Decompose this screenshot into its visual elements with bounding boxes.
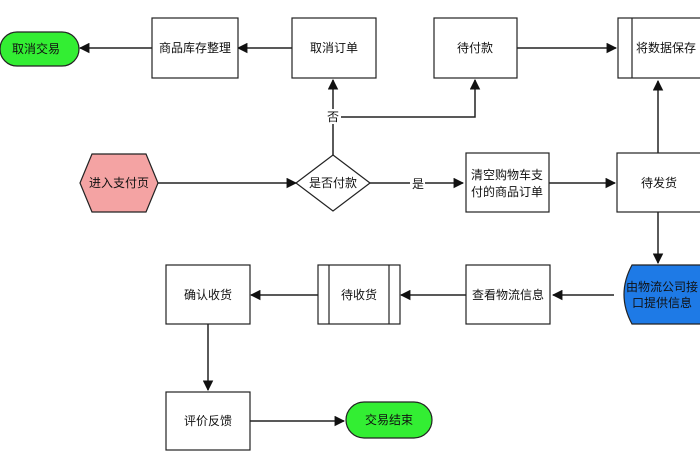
- node-confirm-receive-label: 确认收货: [184, 287, 232, 302]
- node-view-logistics-label: 查看物流信息: [472, 287, 544, 302]
- node-enter-pay-label: 进入支付页: [89, 176, 149, 190]
- edge-label-no: 否: [327, 110, 339, 124]
- node-logistics-line1: 由物流公司接: [626, 279, 698, 294]
- node-clear-cart: [465, 152, 550, 213]
- node-pending-ship-label: 待发货: [641, 175, 677, 190]
- edge-no-to-pending-payment: [333, 78, 481, 118]
- node-cancel-trade-label: 取消交易: [12, 41, 60, 56]
- node-logistics-line2: 口提供信息: [632, 295, 692, 310]
- node-cancel-order: [291, 17, 377, 79]
- node-logistics: [623, 264, 700, 325]
- node-clear-cart-line2: 付的商品订单: [471, 184, 543, 199]
- no-label-bg: [326, 109, 341, 124]
- node-clear-cart-line1: 清空购物车支: [471, 167, 543, 182]
- node-review-label: 评价反馈: [184, 414, 232, 428]
- node-pending-payment-label: 待付款: [457, 41, 493, 55]
- node-inventory-label: 商品库存整理: [159, 40, 231, 55]
- yes-label-bg: [410, 176, 425, 191]
- node-pending-receive-label: 待收货: [341, 287, 377, 302]
- node-confirm-receive: [165, 264, 251, 325]
- node-pending-receive: 待收货: [317, 264, 401, 325]
- node-enter-pay: [79, 153, 159, 213]
- edge-label-yes: 是: [412, 177, 424, 191]
- node-inventory: [151, 17, 239, 79]
- node-trade-end: [345, 401, 433, 439]
- node-cancel-trade: [0, 31, 80, 67]
- node-save-data-label: 将数据保存: [636, 40, 696, 55]
- node-pending-ship: [616, 152, 700, 213]
- node-trade-end-label: 交易结束: [365, 412, 413, 427]
- node-review: [165, 391, 251, 451]
- node-paid-decision: [295, 154, 371, 212]
- node-cancel-order-label: 取消订单: [310, 41, 358, 55]
- node-paid-decision-label: 是否付款: [309, 176, 357, 190]
- node-pending-payment: [433, 17, 518, 79]
- node-view-logistics: [465, 264, 551, 325]
- node-save-data: 将数据保存: [617, 17, 700, 79]
